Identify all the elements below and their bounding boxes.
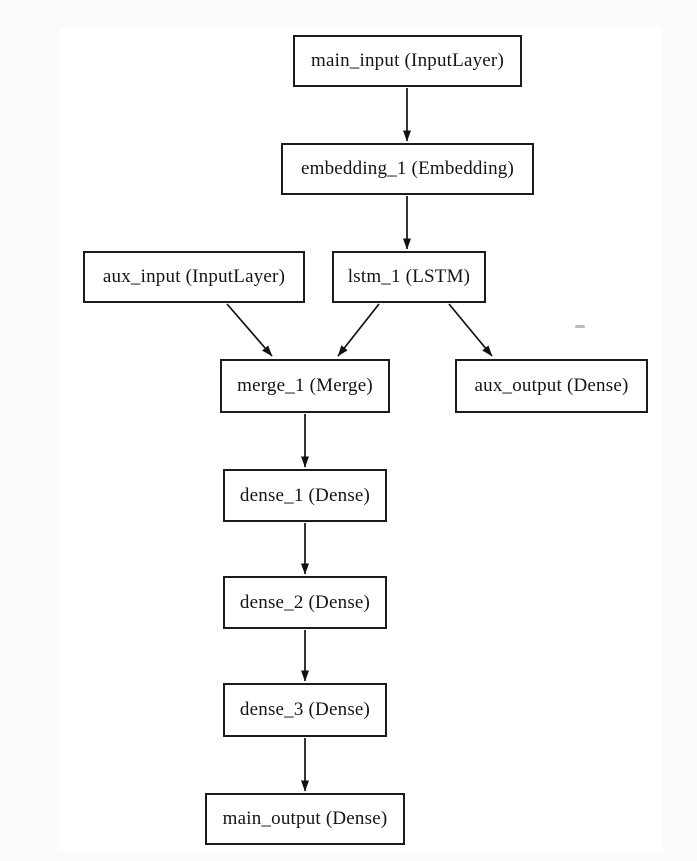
node-merge-1: merge_1 (Merge) (220, 359, 390, 413)
node-main-output: main_output (Dense) (205, 793, 405, 845)
node-dense-3: dense_3 (Dense) (223, 683, 387, 737)
node-dense-1: dense_1 (Dense) (223, 469, 387, 522)
stray-artifact-mark (575, 325, 585, 328)
node-aux-output: aux_output (Dense) (455, 359, 648, 413)
node-dense-2: dense_2 (Dense) (223, 576, 387, 629)
node-main-input: main_input (InputLayer) (293, 35, 522, 87)
node-aux-input: aux_input (InputLayer) (83, 251, 305, 303)
node-embedding-1: embedding_1 (Embedding) (281, 143, 534, 195)
node-lstm-1: lstm_1 (LSTM) (332, 251, 486, 303)
